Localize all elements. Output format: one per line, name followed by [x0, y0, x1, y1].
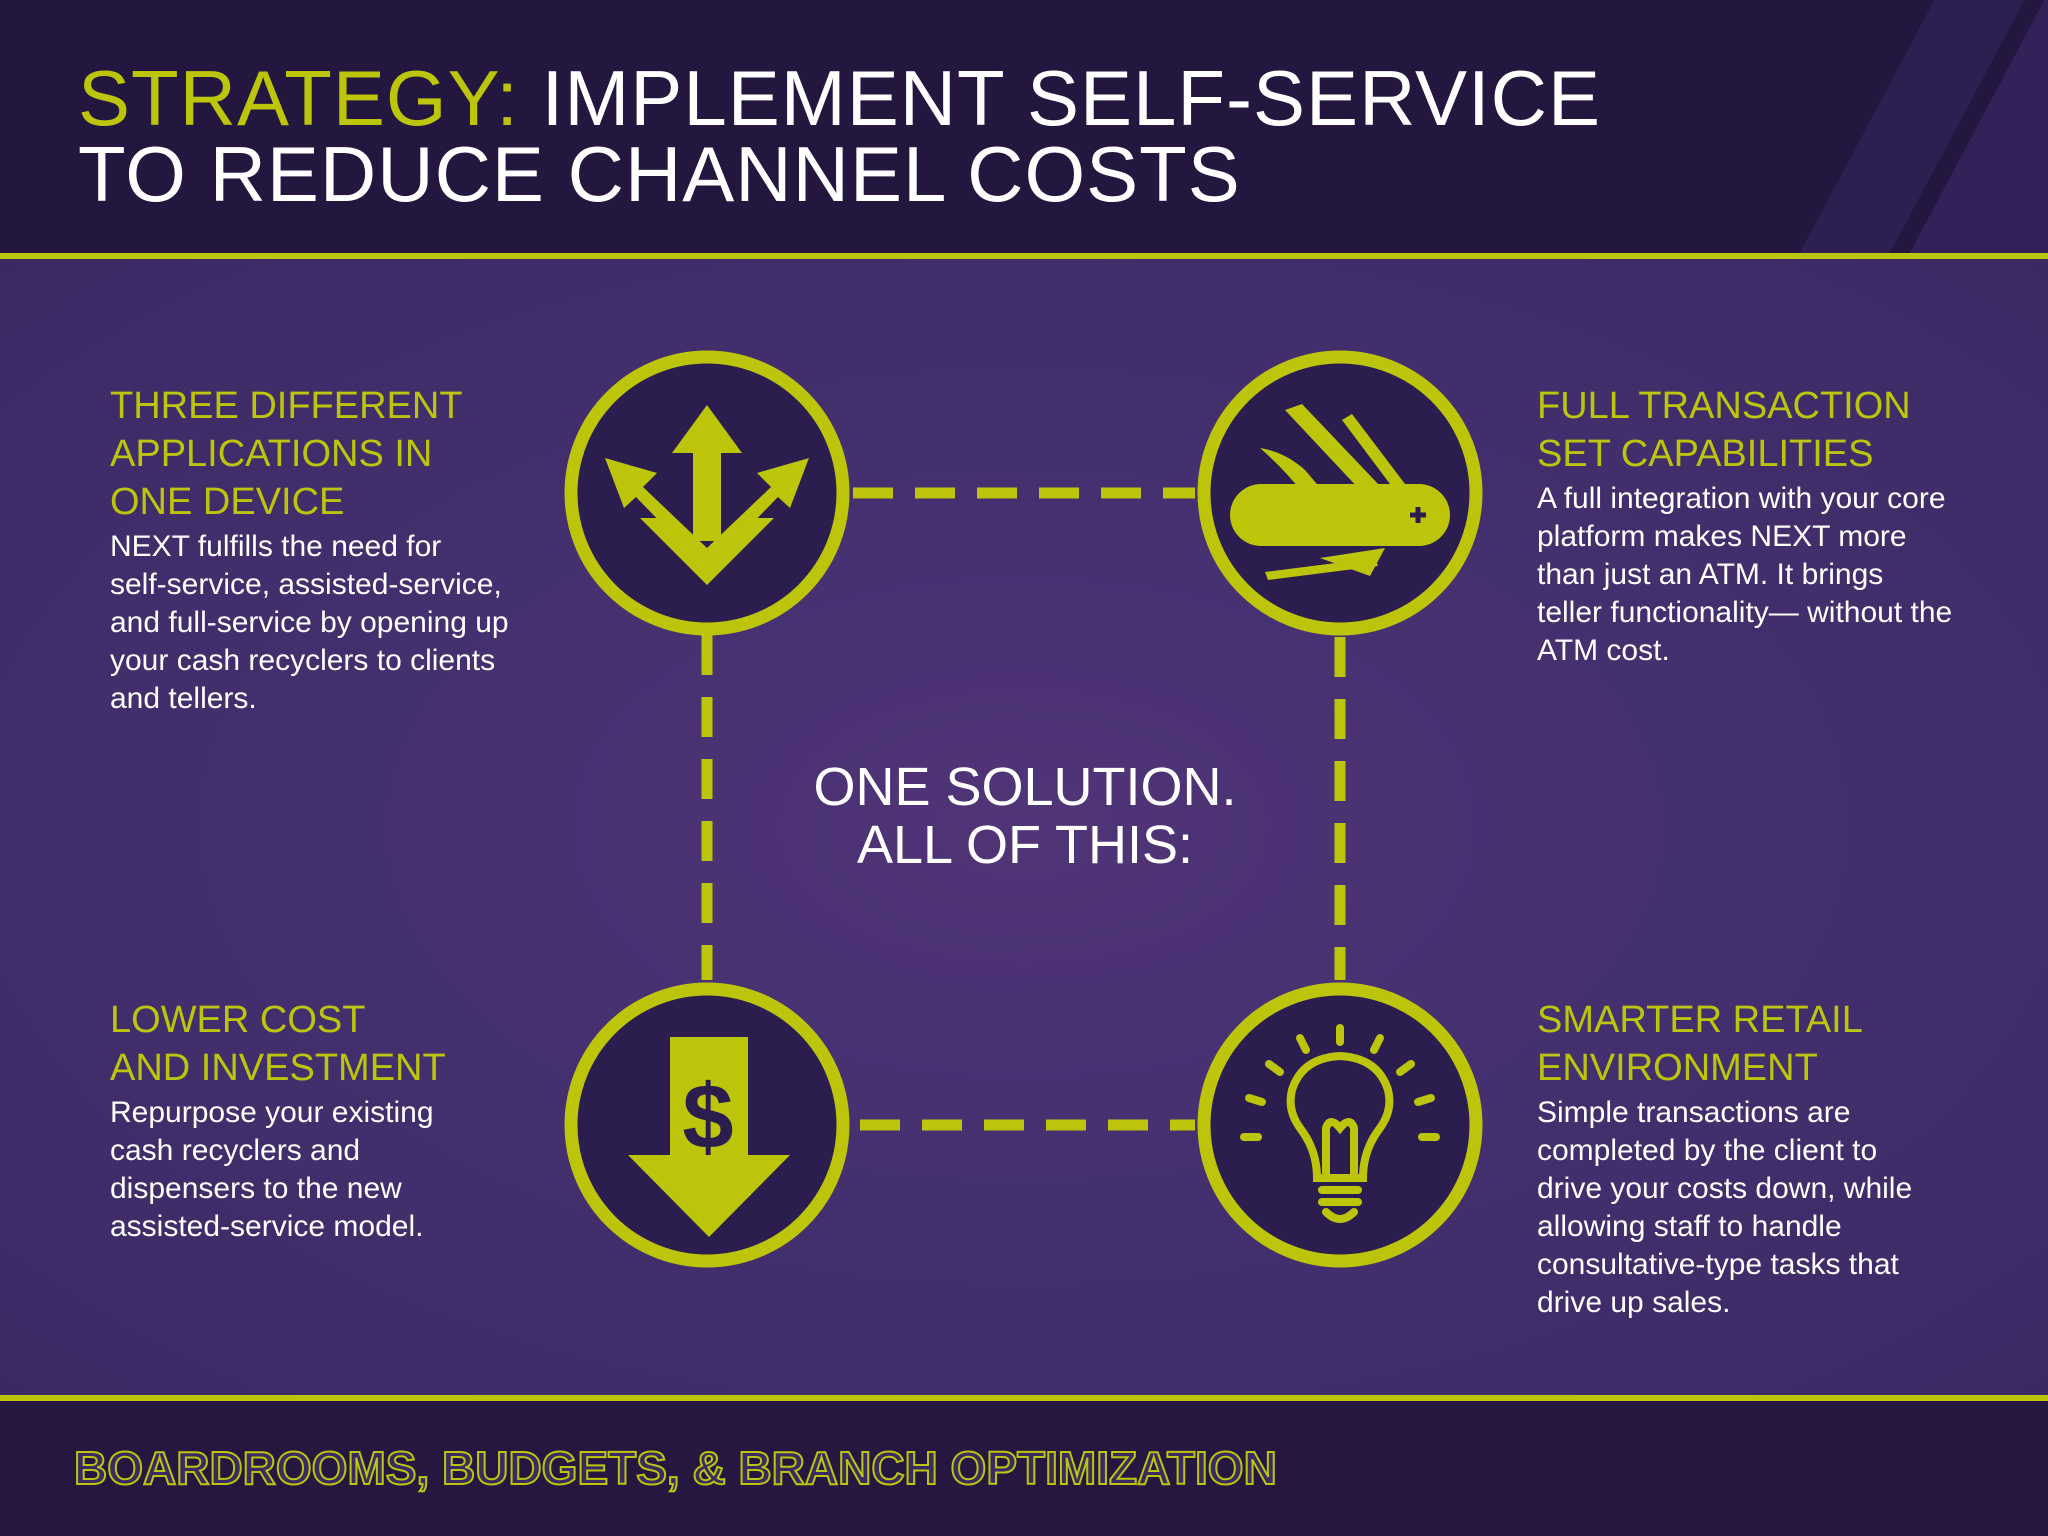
feature-body-line: drive up sales.: [1537, 1286, 1731, 1319]
feature-body-line: your cash recyclers to clients: [110, 644, 496, 677]
feature-title: THREE DIFFERENT APPLICATIONS IN ONE DEVI…: [110, 382, 580, 526]
feature-body: NEXT fulfills the need for self-service,…: [110, 528, 580, 718]
feature-body: Repurpose your existing cash recyclers a…: [110, 1094, 580, 1246]
feature-body-line: Repurpose your existing: [110, 1096, 434, 1129]
swiss-army-knife-icon: [1197, 350, 1483, 636]
main-panel: [0, 259, 2048, 1395]
feature-title: SMARTER RETAIL ENVIRONMENT: [1537, 996, 2017, 1092]
feature-body: A full integration with your core platfo…: [1537, 480, 2017, 670]
feature-body-line: and tellers.: [110, 682, 257, 715]
feature-body-line: self-service, assisted-service,: [110, 568, 502, 601]
feature-body-line: and full-service by opening up: [110, 606, 509, 639]
feature-body-line: teller functionality— without the: [1537, 596, 1953, 629]
footer-band: BOARDROOMS, BUDGETS, & BRANCH OPTIMIZATI…: [0, 1401, 2048, 1536]
feature-title-line: ONE DEVICE: [110, 481, 345, 523]
feature-body-line: dispensers to the new: [110, 1172, 402, 1205]
feature-body-line: Simple transactions are: [1537, 1096, 1851, 1129]
feature-body-line: platform makes NEXT more: [1537, 520, 1907, 553]
feature-body-line: NEXT fulfills the need for: [110, 530, 442, 563]
title-line-2: TO REDUCE CHANNEL COSTS: [78, 130, 1241, 218]
feature-body-line: than just an ATM. It brings: [1537, 558, 1884, 591]
bottom-divider: [0, 1395, 2048, 1401]
feature-body-line: consultative-type tasks that: [1537, 1248, 1899, 1281]
header-band: STRATEGY: IMPLEMENT SELF-SERVICE TO REDU…: [0, 0, 2048, 253]
title-line-1: IMPLEMENT SELF-SERVICE: [541, 54, 1602, 142]
svg-text:$: $: [682, 1066, 733, 1168]
split-arrows-icon: [564, 350, 850, 636]
feature-title: LOWER COST AND INVESTMENT: [110, 996, 580, 1092]
feature-smarter-retail: SMARTER RETAIL ENVIRONMENT Simple transa…: [1537, 996, 2017, 1322]
feature-title-line: AND INVESTMENT: [110, 1047, 446, 1089]
feature-full-transaction: FULL TRANSACTION SET CAPABILITIES A full…: [1537, 382, 2017, 670]
feature-title: FULL TRANSACTION SET CAPABILITIES: [1537, 382, 2017, 478]
feature-body-line: drive your costs down, while: [1537, 1172, 1913, 1205]
center-line-2: ALL OF THIS:: [856, 815, 1194, 875]
feature-title-line: LOWER COST: [110, 999, 366, 1041]
feature-body: Simple transactions are completed by the…: [1537, 1094, 2017, 1322]
feature-body-line: cash recyclers and: [110, 1134, 361, 1167]
footer-title: BOARDROOMS, BUDGETS, & BRANCH OPTIMIZATI…: [73, 1441, 1278, 1495]
feature-body-line: ATM cost.: [1537, 634, 1670, 667]
page-title: STRATEGY: IMPLEMENT SELF-SERVICE TO REDU…: [78, 59, 1601, 218]
center-line-1: ONE SOLUTION.: [813, 757, 1237, 817]
feature-title-line: ENVIRONMENT: [1537, 1047, 1818, 1089]
top-divider: [0, 253, 2048, 259]
feature-title-line: THREE DIFFERENT: [110, 385, 463, 427]
feature-title-line: SET CAPABILITIES: [1537, 433, 1874, 475]
title-accent: STRATEGY:: [78, 54, 519, 142]
center-statement: ONE SOLUTION. ALL OF THIS:: [760, 758, 1290, 874]
feature-three-applications: THREE DIFFERENT APPLICATIONS IN ONE DEVI…: [110, 382, 580, 718]
dollar-down-arrow-icon: $: [564, 982, 850, 1268]
feature-title-line: FULL TRANSACTION: [1537, 385, 1911, 427]
feature-title-line: APPLICATIONS IN: [110, 433, 433, 475]
feature-body-line: allowing staff to handle: [1537, 1210, 1842, 1243]
feature-body-line: completed by the client to: [1537, 1134, 1878, 1167]
lightbulb-icon: [1197, 982, 1483, 1268]
feature-body-line: A full integration with your core: [1537, 482, 1946, 515]
feature-title-line: SMARTER RETAIL: [1537, 999, 1863, 1041]
feature-body-line: assisted-service model.: [110, 1210, 424, 1243]
feature-lower-cost: LOWER COST AND INVESTMENT Repurpose your…: [110, 996, 580, 1246]
